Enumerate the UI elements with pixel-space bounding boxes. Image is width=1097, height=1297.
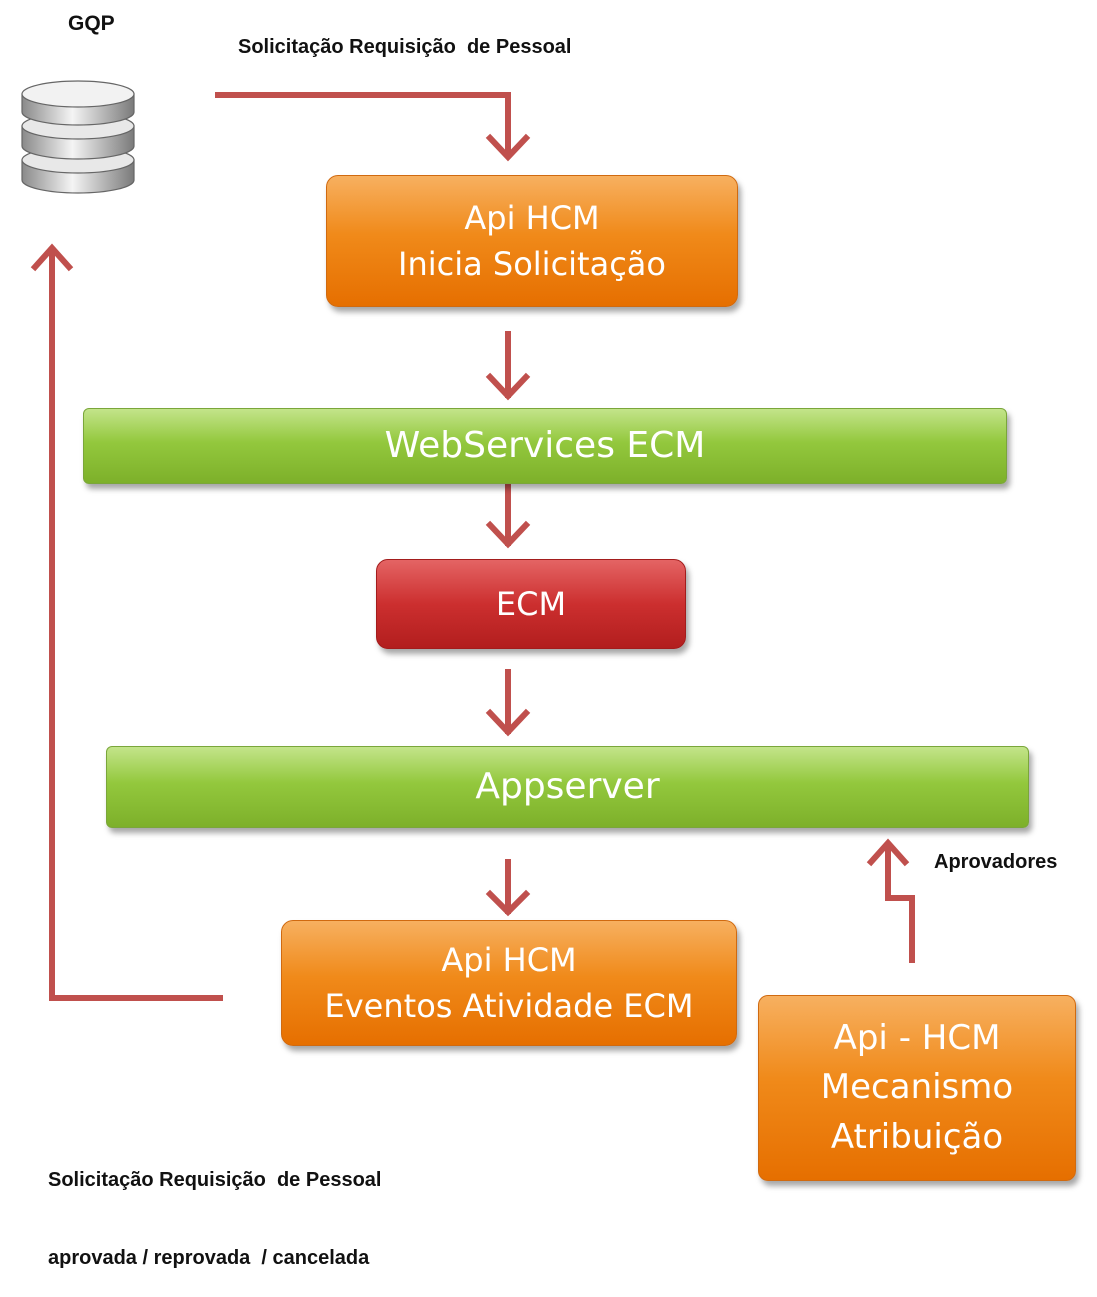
- connector-layer: [30, 92, 915, 1001]
- api-hcm-mechanism-line1: Api - HCM: [833, 1018, 1001, 1059]
- api-hcm-events-box: Api HCM Eventos Atividade ECM: [281, 920, 737, 1046]
- request-top-label: Solicitação Requisição de Pessoal: [238, 36, 572, 58]
- api-hcm-events-line1: Api HCM: [441, 940, 577, 979]
- arrow-ecm-to-appserver-head: [485, 708, 531, 737]
- api-hcm-mechanism-box: Api - HCM Mecanismo Atribuição: [758, 995, 1076, 1181]
- arrow-appserver-to-events-head: [485, 889, 531, 917]
- api-hcm-start-line1: Api HCM: [464, 198, 600, 237]
- arrow-mechanism-to-appserver: [885, 842, 915, 963]
- api-hcm-events-line2: Eventos Atividade ECM: [324, 987, 694, 1025]
- gqp-label: GQP: [68, 12, 115, 35]
- api-hcm-mechanism-line3: Atribuição: [830, 1116, 1004, 1157]
- approvers-label: Aprovadores: [934, 851, 1058, 873]
- request-bottom-line2: aprovada / reprovada / cancelada: [48, 1247, 370, 1269]
- ecm-box: ECM: [376, 559, 686, 649]
- appserver-box: Appserver: [106, 746, 1029, 828]
- arrow-webservices-to-ecm-head: [485, 520, 531, 549]
- webservices-box: WebServices ECM: [83, 408, 1007, 484]
- webservices-label: WebServices ECM: [384, 424, 706, 466]
- arrow-api-to-webservices-head: [485, 372, 531, 401]
- arrow-events-to-gqp-head: [30, 243, 74, 272]
- api-hcm-start-line2: Inicia Solicitação: [398, 245, 666, 283]
- api-hcm-mechanism-line2: Mecanismo: [820, 1067, 1014, 1108]
- database-icon: [21, 80, 135, 194]
- request-bottom-line1: Solicitação Requisição de Pessoal: [48, 1169, 382, 1191]
- arrow-request-to-api-head: [485, 133, 531, 162]
- api-hcm-start-box: Api HCM Inicia Solicitação: [326, 175, 738, 307]
- request-bottom-label: Solicitação Requisição de Pessoal aprova…: [48, 1115, 381, 1297]
- arrow-request-to-api: [215, 92, 511, 158]
- arrow-mechanism-to-appserver-head: [866, 838, 910, 867]
- appserver-label: Appserver: [475, 765, 660, 807]
- arrow-events-to-gqp: [49, 247, 223, 1001]
- ecm-label: ECM: [495, 584, 567, 623]
